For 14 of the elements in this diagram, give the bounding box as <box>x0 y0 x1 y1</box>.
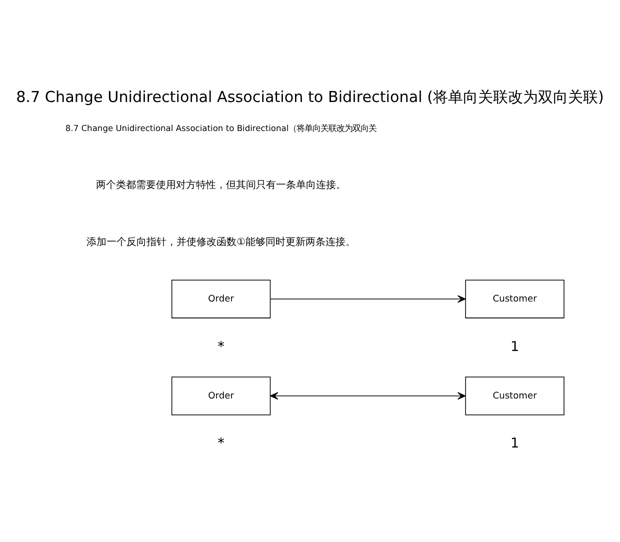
label: 8.7 Change Unidirectional Association to Bidirectional（将单向关联改为双向关 <box>65 122 377 133</box>
label: * <box>218 338 224 355</box>
node-box: Customer <box>465 280 564 318</box>
label: 两个类都需要使用对方特性，但其间只有一条单向连接。 <box>96 180 346 192</box>
label: * <box>218 436 224 452</box>
diagram-title: 8.7 Change Unidirectional Association to Bidirectional (将单向关联改为双向关联) <box>16 88 604 106</box>
arrow <box>270 392 466 400</box>
label: 1 <box>510 338 520 355</box>
label: 添加一个反向指针，并使修改函数①能够同时更新两条连接。 <box>86 236 356 248</box>
node-box: Order <box>171 376 271 416</box>
node-box: Order <box>171 280 271 318</box>
label: 1 <box>510 436 520 452</box>
node-box: Customer <box>465 376 564 416</box>
arrow <box>270 295 466 303</box>
